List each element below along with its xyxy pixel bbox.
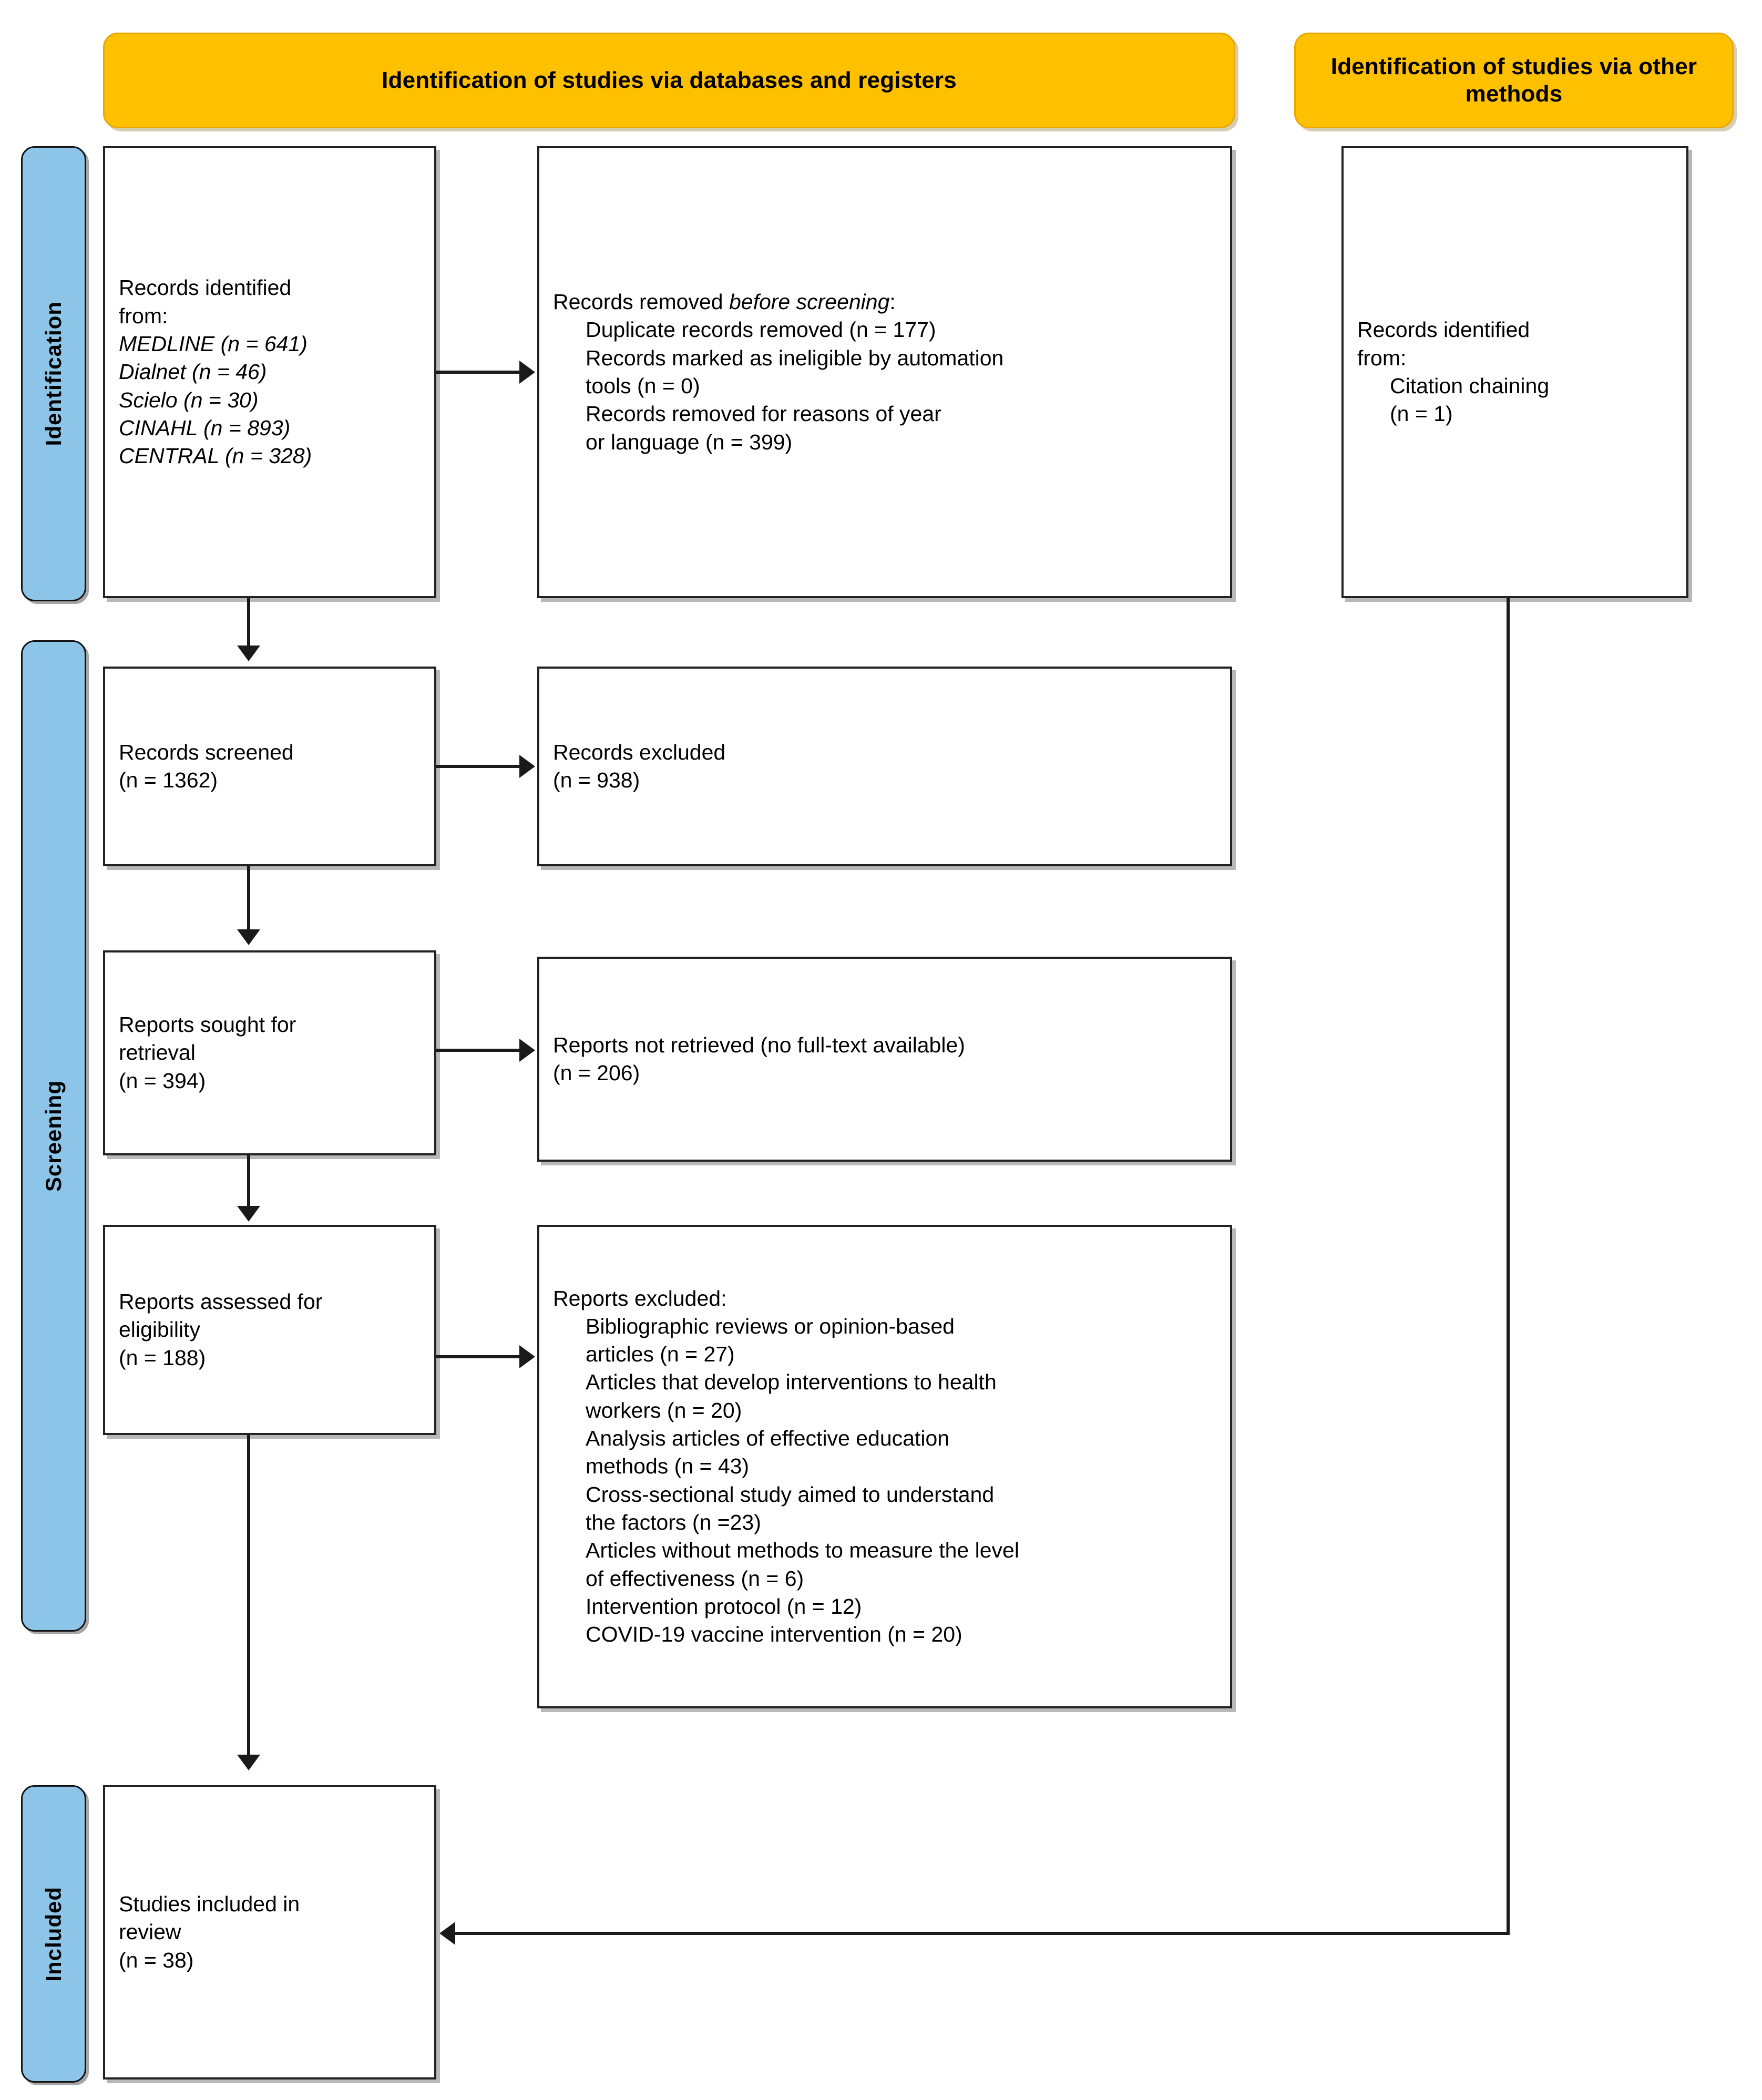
arrowhead-assessed-to-studies-included bbox=[237, 1755, 260, 1770]
header-other-methods: Identification of studies via other meth… bbox=[1294, 33, 1734, 128]
box-records-identified-other-methods: Records identified from: Citation chaini… bbox=[1341, 146, 1688, 598]
reports-not-retrieved-count: (n = 206) bbox=[553, 1061, 640, 1085]
box-records-excluded: Records excluded (n = 938) bbox=[537, 667, 1232, 866]
records-removed-emphasis: before screening bbox=[729, 290, 890, 314]
box-reports-assessed-for-eligibility: Reports assessed for eligibility (n = 18… bbox=[103, 1225, 436, 1435]
box-reports-excluded: Reports excluded: Bibliographic reviews … bbox=[537, 1225, 1232, 1708]
stage-bar-identification: Identification bbox=[21, 146, 86, 601]
stage-label-included: Included bbox=[41, 1886, 66, 1982]
connector-identified-to-screened bbox=[247, 598, 250, 647]
records-excluded-label: Records excluded bbox=[553, 740, 726, 764]
connector-assessed-to-reports-excluded bbox=[436, 1355, 520, 1358]
source-cinahl: CINAHL (n = 893) bbox=[119, 415, 291, 440]
other-identified-title: Records identified from: bbox=[1357, 317, 1530, 370]
stage-bar-included: Included bbox=[21, 1785, 86, 2083]
studies-included-count: (n = 38) bbox=[119, 1948, 194, 1972]
records-removed-colon: : bbox=[889, 290, 896, 314]
arrowhead-sought-to-not-retrieved bbox=[519, 1039, 535, 1062]
reports-sought-count: (n = 394) bbox=[119, 1068, 206, 1093]
box-reports-sought-for-retrieval: Reports sought for retrieval (n = 394) bbox=[103, 950, 436, 1155]
reports-excluded-item-analysis-education-methods: Analysis articles of effective education… bbox=[586, 1426, 950, 1479]
reports-excluded-item-covid-vaccine: COVID-19 vaccine intervention (n = 20) bbox=[586, 1622, 962, 1647]
reports-excluded-item-intervention-protocol: Intervention protocol (n = 12) bbox=[586, 1594, 862, 1618]
box-records-removed-before-screening: Records removed before screening: Duplic… bbox=[537, 146, 1232, 598]
reports-sought-label: Reports sought for retrieval bbox=[119, 1012, 296, 1065]
studies-included-label: Studies included in review bbox=[119, 1892, 300, 1944]
reports-excluded-item-bibliographic-reviews: Bibliographic reviews or opinion-based a… bbox=[586, 1314, 955, 1367]
reports-excluded-item-no-effectiveness-methods: Articles without methods to measure the … bbox=[586, 1538, 1019, 1591]
records-removed-item-automation: Records marked as ineligible by automati… bbox=[586, 345, 1004, 398]
connector-sought-to-assessed bbox=[247, 1155, 250, 1208]
arrowhead-sought-to-assessed bbox=[237, 1206, 260, 1222]
arrowhead-identified-to-removed bbox=[519, 361, 535, 384]
records-identified-title: Records identified from: bbox=[119, 275, 292, 328]
connector-sought-to-not-retrieved bbox=[436, 1049, 520, 1052]
connector-assessed-to-studies-included bbox=[247, 1435, 250, 1757]
reports-assessed-label: Reports assessed for eligibility bbox=[119, 1289, 323, 1342]
connector-other-methods-horizontal bbox=[455, 1932, 1510, 1935]
connector-other-methods-vertical bbox=[1507, 598, 1510, 1933]
header-databases-registers: Identification of studies via databases … bbox=[103, 33, 1235, 128]
stage-bar-screening: Screening bbox=[21, 640, 86, 1632]
reports-not-retrieved-label: Reports not retrieved (no full-text avai… bbox=[553, 1032, 965, 1057]
arrowhead-screened-to-excluded bbox=[519, 755, 535, 778]
reports-excluded-item-cross-sectional: Cross-sectional study aimed to understan… bbox=[586, 1482, 995, 1534]
box-records-identified-databases: Records identified from: MEDLINE (n = 64… bbox=[103, 146, 436, 598]
box-reports-not-retrieved: Reports not retrieved (no full-text avai… bbox=[537, 957, 1232, 1162]
records-removed-item-year-language: Records removed for reasons of year or l… bbox=[586, 402, 941, 454]
records-removed-title: Records removed before screening: bbox=[553, 288, 1216, 316]
connector-screened-to-sought bbox=[247, 866, 250, 930]
arrowhead-screened-to-sought bbox=[237, 929, 260, 945]
box-records-screened: Records screened (n = 1362) bbox=[103, 667, 436, 866]
source-medline: MEDLINE (n = 641) bbox=[119, 332, 308, 356]
connector-identified-to-removed bbox=[436, 371, 520, 374]
arrowhead-identified-to-screened bbox=[237, 646, 260, 661]
records-screened-label: Records screened bbox=[119, 740, 294, 764]
other-identified-item-citation-chaining: Citation chaining (n = 1) bbox=[1390, 374, 1550, 426]
arrowhead-other-methods-to-studies-included bbox=[439, 1922, 455, 1945]
records-excluded-count: (n = 938) bbox=[553, 768, 640, 792]
box-studies-included-in-review: Studies included in review (n = 38) bbox=[103, 1785, 436, 2079]
records-removed-lead: Records removed bbox=[553, 290, 729, 314]
arrowhead-assessed-to-reports-excluded bbox=[519, 1345, 535, 1368]
reports-excluded-title: Reports excluded: bbox=[553, 1286, 727, 1310]
reports-excluded-item-interventions-health-workers: Articles that develop interventions to h… bbox=[586, 1370, 997, 1422]
connector-screened-to-excluded bbox=[436, 765, 520, 768]
reports-assessed-count: (n = 188) bbox=[119, 1345, 206, 1370]
stage-label-identification: Identification bbox=[41, 301, 66, 446]
records-removed-item-duplicates: Duplicate records removed (n = 177) bbox=[586, 317, 936, 342]
source-scielo: Scielo (n = 30) bbox=[119, 387, 259, 412]
source-dialnet: Dialnet (n = 46) bbox=[119, 360, 267, 384]
source-central: CENTRAL (n = 328) bbox=[119, 444, 312, 468]
records-screened-count: (n = 1362) bbox=[119, 768, 218, 792]
stage-label-screening: Screening bbox=[41, 1080, 66, 1192]
